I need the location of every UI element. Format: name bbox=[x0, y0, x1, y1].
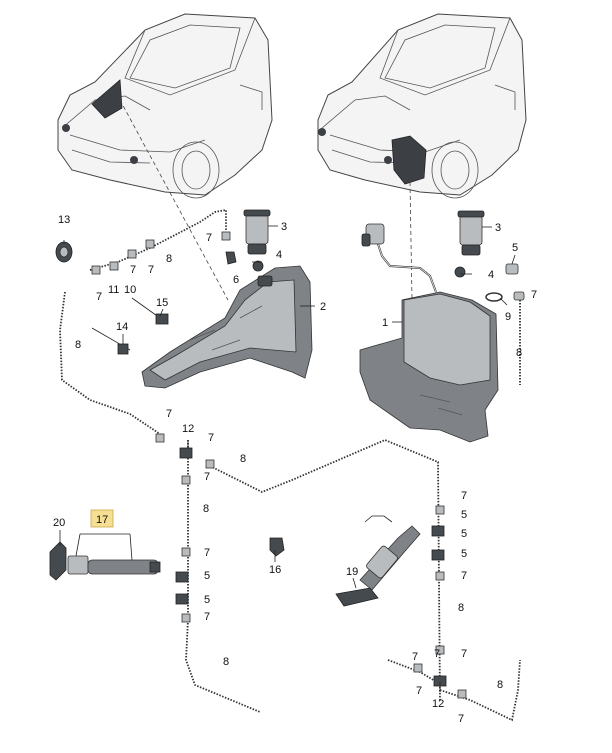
cap-13 bbox=[55, 241, 73, 263]
part-label-2: 2 bbox=[320, 301, 326, 313]
part-label-5: 5 bbox=[461, 509, 467, 521]
grommet-4-right bbox=[454, 266, 466, 278]
part-label-11: 11 bbox=[108, 284, 119, 296]
part-label-7: 7 bbox=[148, 264, 154, 276]
part-label-14: 14 bbox=[116, 321, 128, 333]
part-label-12: 12 bbox=[432, 698, 444, 710]
part-label-7: 7 bbox=[204, 547, 210, 559]
vehicle-illustration-left bbox=[57, 13, 273, 199]
part-label-7: 7 bbox=[412, 651, 418, 663]
part-label-7: 7 bbox=[204, 471, 210, 483]
part-label-7: 7 bbox=[130, 264, 136, 276]
part-label-5: 5 bbox=[204, 570, 210, 582]
elbow-6 bbox=[225, 251, 237, 265]
part-label-20: 20 bbox=[53, 517, 65, 529]
part-label-19: 19 bbox=[346, 566, 358, 578]
part-label-7: 7 bbox=[416, 685, 422, 697]
part-label-5: 5 bbox=[461, 548, 467, 560]
part-label-8: 8 bbox=[75, 339, 81, 351]
hose-clip-9 bbox=[485, 292, 503, 302]
washer-reservoir-left bbox=[141, 265, 313, 389]
connector-5-top-right bbox=[505, 263, 519, 275]
part-label-7: 7 bbox=[166, 408, 172, 420]
part-label-6: 6 bbox=[233, 274, 239, 286]
part-label-7: 7 bbox=[461, 648, 467, 660]
part-label-8: 8 bbox=[223, 656, 229, 668]
washer-pump-left bbox=[243, 209, 271, 255]
part-label-8: 8 bbox=[203, 503, 209, 515]
part-label-13: 13 bbox=[58, 214, 70, 226]
holder-16 bbox=[269, 537, 285, 557]
part-label-7: 7 bbox=[208, 432, 214, 444]
part-label-3: 3 bbox=[495, 222, 501, 234]
leader-lines bbox=[59, 225, 516, 692]
clip-15 bbox=[131, 297, 169, 325]
washer-pump-right bbox=[457, 210, 485, 256]
part-label-7: 7 bbox=[461, 490, 467, 502]
part-label-7: 7 bbox=[461, 570, 467, 582]
part-label-10: 10 bbox=[124, 284, 136, 296]
headlamp-washer-nozzle-right bbox=[335, 525, 421, 607]
part-label-5: 5 bbox=[461, 528, 467, 540]
part-label-8: 8 bbox=[240, 453, 246, 465]
part-label-7: 7 bbox=[206, 232, 212, 244]
part-label-7: 7 bbox=[531, 289, 537, 301]
part-label-4: 4 bbox=[276, 249, 282, 261]
part-label-8: 8 bbox=[516, 347, 522, 359]
part-label-16: 16 bbox=[269, 564, 281, 576]
part-label-7: 7 bbox=[458, 713, 464, 725]
part-labels: 1 2 3 3 4 4 5 5 5 5 5 5 6 7 7 7 7 7 7 7 … bbox=[53, 214, 537, 725]
part-label-8: 8 bbox=[166, 253, 172, 265]
part-label-3: 3 bbox=[281, 221, 287, 233]
part-label-1: 1 bbox=[382, 317, 388, 329]
part-label-8: 8 bbox=[497, 679, 503, 691]
part-label-7: 7 bbox=[434, 648, 440, 660]
part-label-15: 15 bbox=[156, 297, 168, 309]
connector-7-top-right bbox=[513, 291, 525, 301]
reference-line-left bbox=[119, 99, 229, 301]
part-label-17: 17 bbox=[96, 514, 108, 526]
part-label-7: 7 bbox=[204, 611, 210, 623]
reference-line-right bbox=[409, 181, 413, 301]
vehicle-illustration-right bbox=[317, 13, 527, 199]
hose-connectors bbox=[91, 231, 467, 699]
part-label-7: 7 bbox=[96, 291, 102, 303]
part-label-5: 5 bbox=[512, 242, 518, 254]
headlamp-washer-nozzle-left bbox=[49, 541, 161, 581]
part-label-8: 8 bbox=[458, 602, 464, 614]
part-label-4: 4 bbox=[488, 269, 494, 281]
part-label-12: 12 bbox=[182, 423, 194, 435]
part-label-17-highlight bbox=[90, 509, 114, 528]
part-label-5: 5 bbox=[204, 594, 210, 606]
washer-reservoir-right bbox=[359, 223, 499, 443]
part-label-9: 9 bbox=[505, 311, 511, 323]
grommet-4-left bbox=[252, 260, 264, 272]
